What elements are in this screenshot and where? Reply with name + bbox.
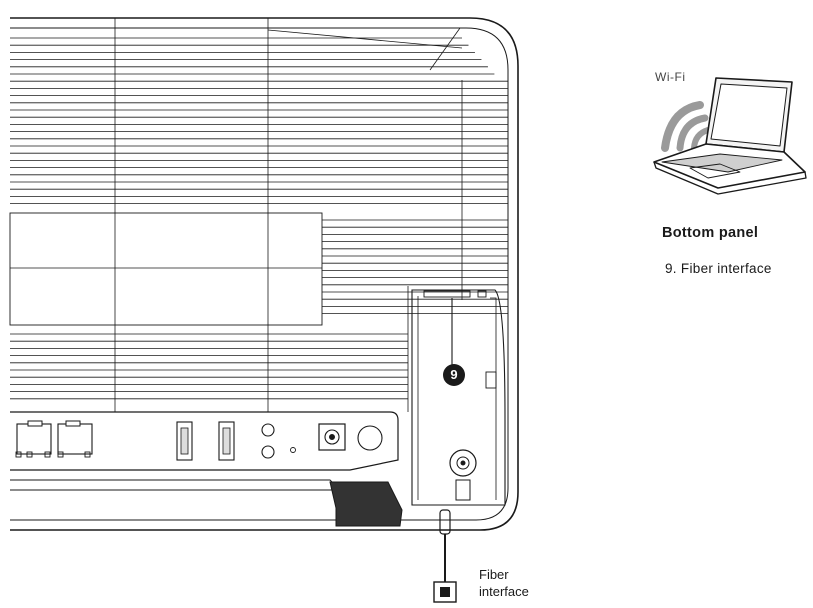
port-strip [10,411,403,527]
fiber-connector-icon [433,581,457,603]
power-jack [318,423,346,451]
fiber-compartment [411,289,506,506]
ethernet-port [16,423,52,455]
usb-port [218,421,235,461]
vent-grill [10,37,508,400]
wifi-icon [661,101,711,152]
laptop-icon [653,77,807,195]
wifi-label: Wi-Fi [655,70,686,84]
callout-badge: 9 [443,364,465,386]
ethernet-port [57,423,93,455]
fiber-label-line1: Fiber [479,567,509,582]
panel-item-fiber: 9. Fiber interface [665,261,772,276]
panel-title: Bottom panel [662,225,759,241]
fiber-cable [433,509,457,603]
fiber-label-line2: interface [479,584,529,599]
fiber-port [449,449,477,477]
router-body [9,17,519,531]
usb-port [176,421,193,461]
